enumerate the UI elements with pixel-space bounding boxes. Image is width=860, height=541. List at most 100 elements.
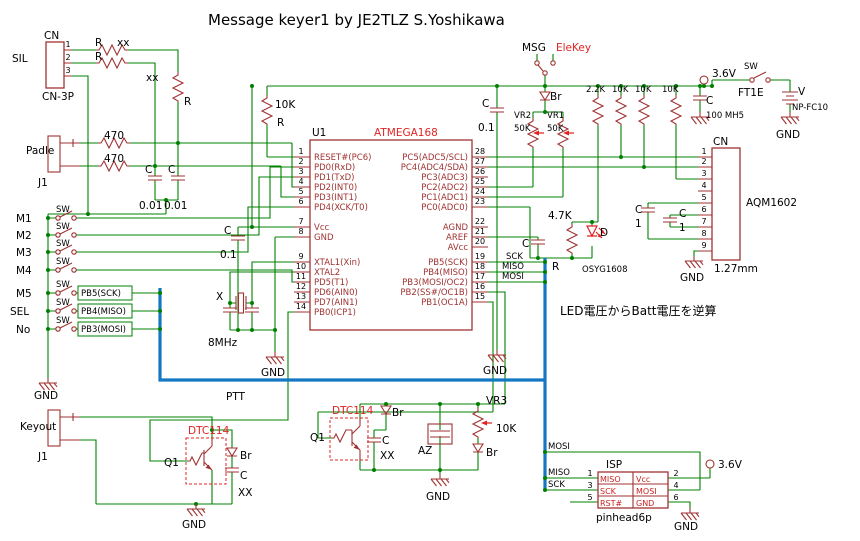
- c100-ref: C: [706, 95, 713, 107]
- pin-name: AVcc: [448, 243, 469, 253]
- pin-num: 7: [298, 217, 303, 226]
- isp-pin1: 1: [587, 469, 592, 478]
- isp-title: ISP: [606, 459, 622, 471]
- isp-pin6: 6: [673, 493, 678, 502]
- gnd-ptt-label: GND: [182, 519, 206, 531]
- transistor-ptt: [185, 437, 227, 485]
- ptt-br-label: Br: [240, 450, 252, 462]
- pin-name: PC3(ADC3): [421, 173, 468, 183]
- r3-ref: R: [184, 96, 191, 108]
- pin-name: PC2(ADC2): [421, 183, 468, 193]
- gnd-symbol-left: [38, 377, 58, 391]
- sw-ft1e-label: SW: [744, 62, 758, 72]
- pin-name: PD6(AIN0): [314, 288, 358, 298]
- crystal-8mhz: [235, 292, 247, 314]
- diode-br-top: [539, 91, 551, 102]
- pin-name: AGND: [443, 223, 469, 233]
- pin-name: XTAL1(Xin): [314, 258, 360, 268]
- pin-name: PB3(MOSI/OC2): [402, 278, 468, 288]
- isp-header-body: [597, 471, 669, 509]
- isp-name: pinhead6p: [596, 512, 652, 524]
- side-br-label: Br: [392, 407, 404, 419]
- c01-top-val: 0.1: [478, 122, 495, 134]
- gnd-xtal-label: GND: [261, 367, 285, 379]
- vr1-val: 50K: [547, 124, 564, 134]
- pin-name: PB5(SCK): [428, 258, 468, 268]
- power-3.6v-isp: [705, 459, 715, 469]
- lcd-pin: 8: [701, 229, 706, 238]
- pin-num: 2: [298, 157, 303, 166]
- cn3p-pin2: 2: [65, 53, 70, 62]
- ft1e-name: FT1E: [738, 87, 764, 99]
- spi-bus: [158, 258, 547, 490]
- c01-vcc-ref: C: [224, 225, 231, 237]
- lcd-pin: 5: [701, 193, 706, 202]
- components: [38, 41, 800, 521]
- lcd-pin: 9: [701, 241, 706, 250]
- switch-ft1e: [749, 71, 771, 83]
- padle-jack: [47, 135, 80, 173]
- pin-num: 20: [475, 237, 485, 246]
- isp-pin2: 2: [673, 469, 678, 478]
- elekey-label: EleKey: [556, 42, 591, 54]
- gnd-isp-label: GND: [674, 521, 698, 533]
- c001b-val: 0.01: [164, 200, 187, 212]
- isp-cell-vcc: Vcc: [636, 475, 650, 484]
- sw-label-m2: SW: [56, 222, 70, 232]
- padle-label: Padle: [26, 145, 54, 157]
- isp-pin4: 4: [673, 481, 678, 490]
- vr1-ref: VR1: [547, 111, 564, 121]
- pin-name: PB0(ICP1): [314, 308, 356, 318]
- msg-label: MSG: [522, 42, 546, 54]
- r22k-val: 2.2K: [586, 85, 606, 95]
- switch-msg-elekey: [534, 60, 556, 76]
- side-q1-ref: Q1: [310, 432, 325, 444]
- gnd-symbol-isp: [680, 507, 700, 521]
- pin-name: PB2(SS#/OC1B): [400, 288, 468, 298]
- diode-br-vr3: [472, 443, 484, 454]
- page-title: Message keyer1 by JE2TLZ S.Yoshikawa: [208, 11, 505, 29]
- gnd-symbol-batt: [780, 111, 800, 125]
- r10k-sda-val: 10K: [635, 85, 652, 95]
- isp-cell-rst: RST#: [600, 499, 623, 508]
- battery-note: LED電圧からBatt電圧を逆算: [560, 303, 717, 318]
- netlabel-pb3: PB3(MOSI): [81, 325, 126, 335]
- lcd-c2-val: 1: [679, 222, 686, 234]
- lcd-pin: 1: [701, 147, 706, 156]
- junction-dots: [46, 84, 714, 506]
- ic-atmega168-body: [309, 139, 473, 331]
- diode-br-sidetone: [380, 405, 392, 416]
- pin-name: PD7(AIN1): [314, 298, 358, 308]
- batt-ref: V: [798, 86, 806, 98]
- pin-num: 14: [296, 302, 306, 311]
- pin-num: 19: [475, 252, 485, 261]
- pin-num: 13: [296, 292, 306, 301]
- pin-name: PD3(INT1): [314, 193, 357, 203]
- buzzer-az: [427, 423, 453, 445]
- resistor-10k-reset: [261, 94, 273, 126]
- mosi-label-isp: MOSI: [548, 442, 570, 452]
- sw-label-m5: SW: [56, 280, 70, 290]
- pin-name: PC0(ADC0): [421, 203, 468, 213]
- c01-vcc-val: 0.1: [220, 249, 237, 261]
- c001a-ref: C: [145, 164, 152, 176]
- pin-num: 8: [298, 227, 303, 236]
- pin-num: 22: [475, 217, 485, 226]
- az-label: AZ: [418, 445, 432, 457]
- pin-name: PD2(INT0): [314, 183, 357, 193]
- r10k-scl-val: 10K: [612, 85, 629, 95]
- lcd-pin: 3: [701, 169, 706, 178]
- isp-pin3: 3: [587, 481, 592, 490]
- ptt-c-ref: C: [240, 470, 247, 482]
- pin-name: PD1(TxD): [314, 173, 354, 183]
- c-aref-ref: C: [522, 238, 529, 250]
- lcd-c1-ref: C: [635, 204, 642, 216]
- c001a-val: 0.01: [139, 200, 162, 212]
- r470a-val: 470: [104, 130, 124, 142]
- cn3p-connector: [45, 41, 65, 89]
- resistor-10k-scl: [615, 94, 627, 126]
- pin-name: PD4(XCK/T0): [314, 203, 368, 213]
- pin-num: 9: [298, 252, 303, 261]
- cn3p-cn-label: CN: [44, 30, 59, 42]
